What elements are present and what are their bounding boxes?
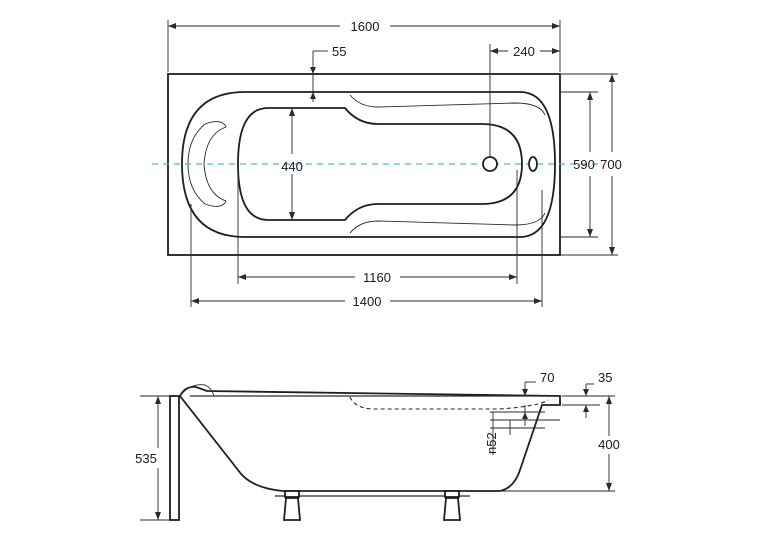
dim-label-overflow-offset: 70 — [540, 370, 554, 385]
basin-hidden-line — [349, 396, 549, 410]
dimension-basin-length: 1160 — [237, 166, 518, 285]
side-view: 535 400 35 — [135, 370, 620, 521]
tub-feet — [275, 490, 470, 521]
dim-label-basin-width: 440 — [281, 159, 303, 174]
plan-view: 1600 55 240 440 — [152, 19, 622, 309]
dimension-overflow-offset: 70 — [490, 370, 554, 426]
dim-label-overall-length: 1600 — [351, 19, 380, 34]
dimension-basin-width: 440 — [281, 108, 303, 220]
dim-label-overflow-diameter: n52 — [484, 432, 499, 454]
dim-label-inner-length: 1400 — [353, 294, 382, 309]
dim-label-rim-thickness: 35 — [598, 370, 612, 385]
headrest-bump — [179, 384, 215, 397]
dimension-total-height: 535 — [135, 395, 170, 521]
armrest-rim-line — [349, 94, 546, 234]
dimension-inner-width: 590 — [560, 91, 598, 238]
dimension-drain-offset: 240 — [489, 44, 560, 157]
dimension-overall-width: 700 — [560, 73, 622, 256]
dim-label-tub-height: 400 — [598, 437, 620, 452]
dim-label-drain-offset: 240 — [513, 44, 535, 59]
overflow-hole — [528, 156, 538, 172]
dimension-overflow-diameter: n52 — [484, 412, 560, 455]
tub-side-profile — [178, 386, 561, 492]
dim-label-basin-length: 1160 — [363, 270, 391, 285]
tub-basin-floor — [237, 107, 523, 221]
dim-label-inner-width: 590 — [573, 157, 595, 172]
dim-label-rim-offset: 55 — [332, 44, 346, 59]
dimension-rim-thickness: 35 — [562, 370, 612, 418]
drain-hole — [482, 156, 498, 172]
dim-label-total-height: 535 — [135, 451, 157, 466]
apron-panel — [169, 395, 180, 521]
dimension-tub-height: 400 — [500, 395, 620, 492]
dimension-inner-length: 1400 — [190, 190, 543, 309]
dimension-overall-length: 1600 — [167, 19, 561, 72]
dimension-rim-offset: 55 — [310, 44, 346, 102]
dim-label-overall-width: 700 — [600, 157, 622, 172]
